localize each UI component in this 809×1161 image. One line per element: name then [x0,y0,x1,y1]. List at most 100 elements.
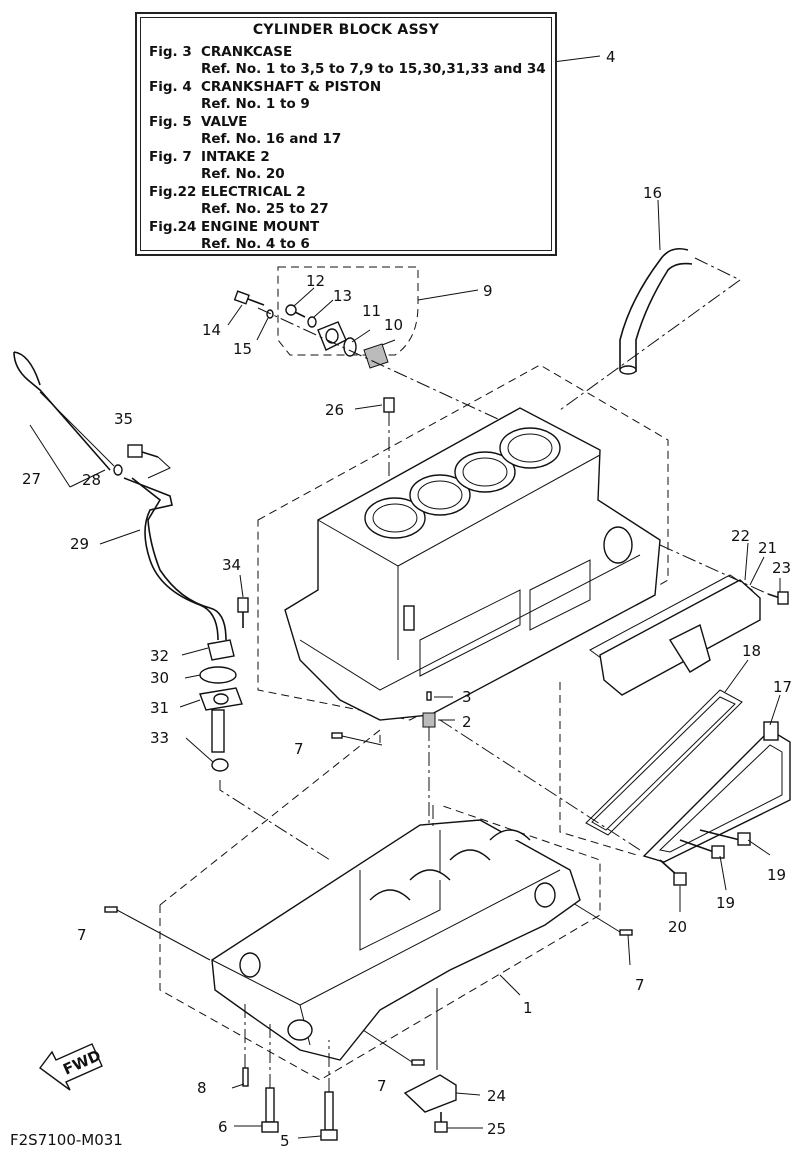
fig-ref: Ref. No. 1 to 3,5 to 7,9 to 15,30,31,33 … [201,61,546,77]
crankcase-outline [159,728,601,1081]
callout-29: 29 [70,535,89,553]
fig-number: Fig.22 [149,184,197,200]
callout-9: 9 [483,282,493,300]
part-30-gasket [199,666,237,684]
fig-number: Fig.24 [149,219,197,235]
table-heading: CYLINDER BLOCK ASSY [252,22,440,38]
table-rows: Fig. 3 CRANKCASE Ref. No. 1 to 3,5 to 7,9… [149,44,546,254]
part-7-dowel-b [104,906,118,913]
fig-name: INTAKE 2 [201,149,270,165]
callout-23: 23 [772,559,791,577]
callout-10: 10 [384,316,403,334]
callout-17: 17 [773,678,792,696]
callout-11: 11 [362,302,381,320]
fig-name: ELECTRICAL 2 [201,184,306,200]
table-row: Fig. 5 VALVE Ref. No. 16 and 17 [149,114,546,148]
callout-18: 18 [742,642,761,660]
part-35-bolt [127,444,159,458]
part-10-sleeve [363,343,389,369]
callout-4: 4 [606,48,616,66]
callout-22: 22 [731,527,750,545]
part-3-pin [426,691,432,701]
callout-7-b: 7 [77,926,87,944]
part-19-bolt-a [699,829,751,846]
part-26-dowel [383,397,395,413]
callout-7-c: 7 [635,976,645,994]
callout-14: 14 [202,321,221,339]
fig-name: CRANKCASE [201,44,293,60]
part-7-dowel-c [619,929,633,936]
part-33-tube [211,709,225,753]
callout-26: 26 [325,401,344,419]
callout-19-a: 19 [767,866,786,884]
part-33-oring [211,758,229,772]
part-18-gasket [585,689,743,836]
callout-30: 30 [150,669,169,687]
callout-5: 5 [280,1132,290,1150]
part-11-bracket [317,321,347,351]
part-8-pin [242,1067,249,1087]
callout-3: 3 [462,688,472,706]
callout-27: 27 [22,470,41,488]
callout-7-a: 7 [294,740,304,758]
callout-15: 15 [233,340,252,358]
fig-ref: Ref. No. 4 to 6 [201,236,310,252]
part-28-oring [113,464,123,476]
part-16-hose [619,247,693,375]
callout-1: 1 [523,999,533,1017]
callout-20: 20 [668,918,687,936]
callout-24: 24 [487,1087,506,1105]
callout-35: 35 [114,410,133,428]
callout-6: 6 [218,1118,228,1136]
callout-19-b: 19 [716,894,735,912]
table-row: Fig. 4 CRANKSHAFT & PISTON Ref. No. 1 to … [149,79,546,113]
part-31-holder [199,687,243,711]
valve-cover-outline [559,682,641,857]
part-5-bolt [320,1091,338,1141]
fig-number: Fig. 3 [149,44,192,60]
table-row: Fig. 3 CRANKCASE Ref. No. 1 to 3,5 to 7,9… [149,44,546,78]
fig-ref: Ref. No. 25 to 27 [201,201,329,217]
part-6-bolt [261,1087,279,1133]
part-19-bolt-b [679,839,725,859]
callout-8: 8 [197,1079,207,1097]
part-cylinder-block [284,407,661,721]
part-12-screw [285,304,306,318]
callout-33: 33 [150,729,169,747]
callout-31: 31 [150,699,169,717]
callout-7-d: 7 [377,1077,387,1095]
table-inner-border [140,17,552,251]
part-13-washer [307,316,317,328]
part-7-dowel-d [411,1059,425,1066]
callout-2: 2 [462,713,472,731]
fig-number: Fig. 5 [149,114,192,130]
fig-ref: Ref. No. 20 [201,166,285,182]
part-9-group-outline [277,266,419,356]
fig-name: CRANKSHAFT & PISTON [201,79,382,95]
fig-ref: Ref. No. 1 to 9 [201,96,310,112]
drawing-code: F2S7100-M031 [10,1131,123,1149]
part-32-clamp [207,639,235,661]
part-20-bolt [659,859,687,886]
callout-25: 25 [487,1120,506,1138]
part-24-bracket [403,1074,457,1113]
part-34-bolt [237,597,249,628]
callout-32: 32 [150,647,169,665]
part-29-dipstick-guide [123,477,227,641]
part-27-dipstick [13,351,115,471]
part-7-dowel-a [331,732,343,739]
callout-13: 13 [333,287,352,305]
fig-name: VALVE [201,114,248,130]
fig-ref: Ref. No. 16 and 17 [201,131,342,147]
part-23-bolt [767,591,789,605]
cylinder-block-assy-table: CYLINDER BLOCK ASSY Fig. 3 CRANKCASE Ref.… [135,12,557,256]
callout-28: 28 [82,471,101,489]
callout-12: 12 [306,272,325,290]
cylinder-block-outline [257,364,669,721]
fig-number: Fig. 4 [149,79,192,95]
part-21-cover [599,579,761,696]
fig-name: ENGINE MOUNT [201,219,320,235]
